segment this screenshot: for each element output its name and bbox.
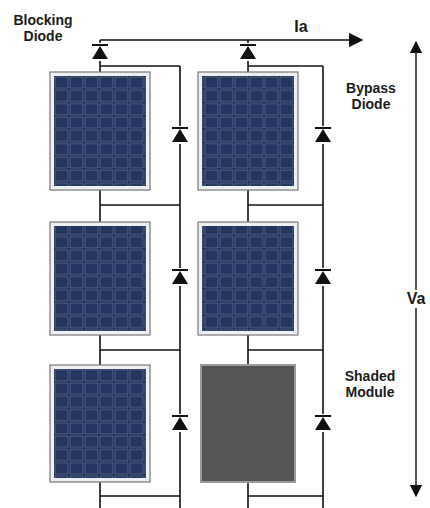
wire: [248, 204, 323, 206]
solar-module: [50, 222, 150, 335]
solar-module: [50, 365, 150, 482]
wire: [99, 190, 101, 222]
diode-symbol: [314, 126, 332, 144]
wire: [100, 204, 180, 206]
wire: [247, 335, 249, 365]
solar-module: [50, 72, 150, 190]
module-label: Shaded Module: [330, 368, 410, 400]
diode-label: Bypass Diode: [332, 80, 410, 112]
wire: [100, 349, 180, 351]
diode-symbol: [171, 268, 189, 286]
diode-symbol: [91, 43, 109, 61]
diode-symbol: [171, 414, 189, 432]
components: [50, 43, 332, 482]
diode-label: Blocking Diode: [2, 12, 84, 44]
voltage-arrow: [415, 42, 416, 496]
wire: [100, 495, 180, 497]
wire: [99, 482, 101, 508]
diode-symbol: [239, 43, 257, 61]
shaded-module: [201, 365, 295, 482]
wire: [99, 335, 101, 365]
diode-symbol: [171, 126, 189, 144]
diode-symbol: [314, 268, 332, 286]
wire: [248, 349, 323, 351]
wire: [247, 482, 249, 508]
solar-module: [198, 222, 298, 335]
wire: [179, 496, 181, 508]
voltage-label: Va: [403, 290, 429, 308]
wire: [248, 65, 323, 67]
wire: [100, 65, 180, 67]
wire: [100, 39, 248, 41]
diode-symbol: [314, 414, 332, 432]
solar-module: [198, 72, 298, 190]
wire: [248, 495, 323, 497]
wire: [322, 496, 324, 508]
wire: [247, 190, 249, 222]
current-arrow: [248, 39, 362, 41]
current-label: Ia: [286, 18, 316, 36]
